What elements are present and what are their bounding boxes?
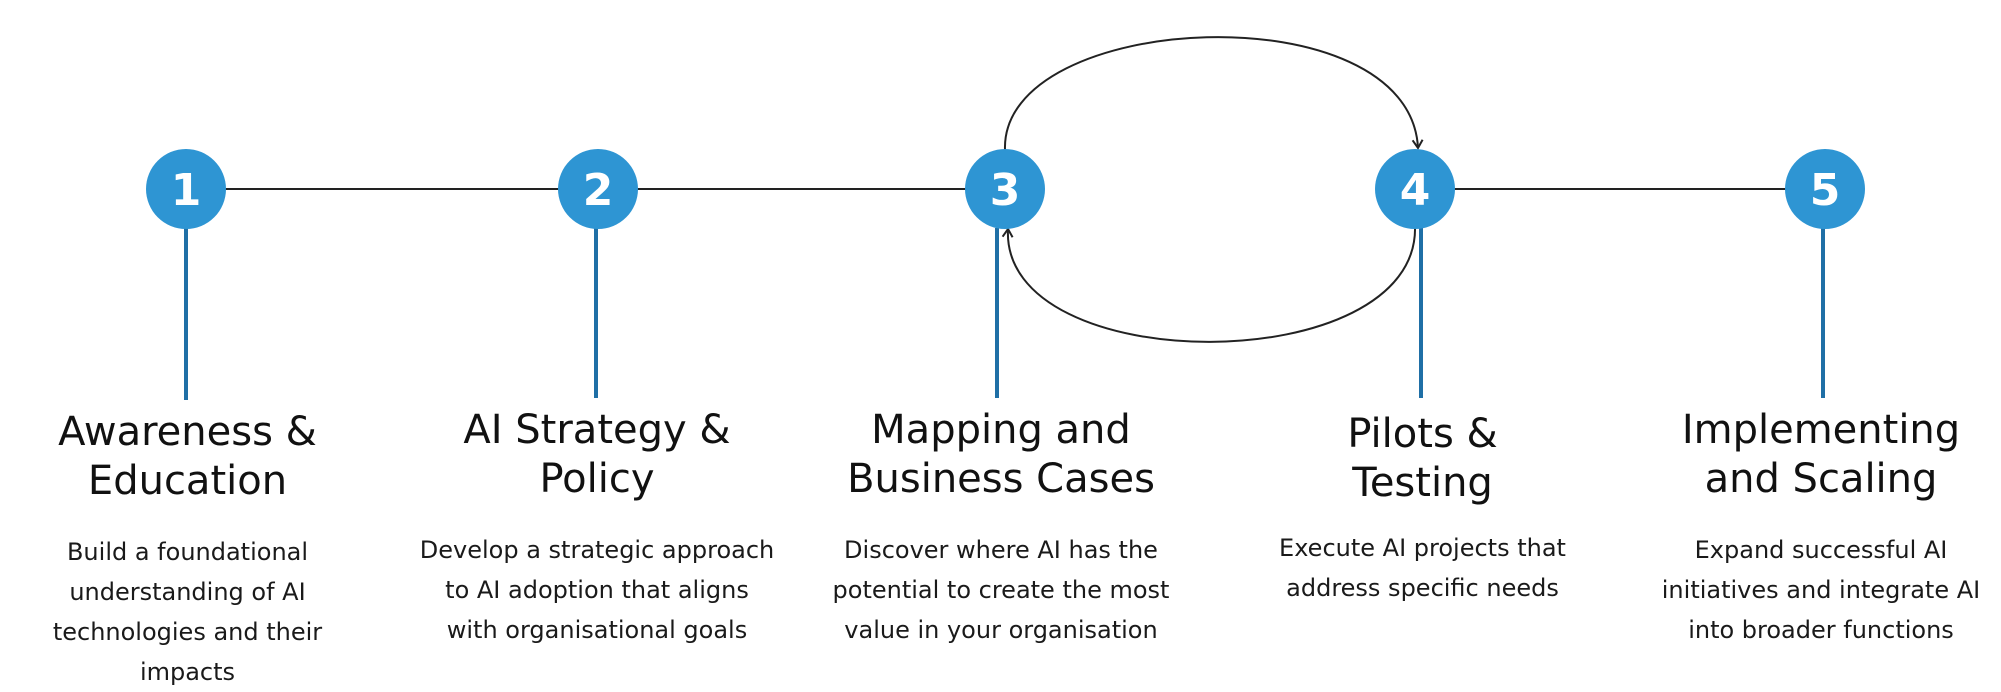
step-5-description: Expand successful AI initiatives and int… bbox=[1661, 536, 1981, 644]
step-4-title-line1: Pilots & bbox=[1347, 411, 1498, 457]
step-2-description: Develop a strategic approach to AI adopt… bbox=[419, 536, 775, 644]
step-4-description: Execute AI projects that address specifi… bbox=[1279, 534, 1566, 602]
step-circle-5: 5 bbox=[1785, 149, 1865, 229]
stems bbox=[184, 228, 1825, 400]
step-number-5: 5 bbox=[1810, 165, 1841, 216]
step-circle-4: 4 bbox=[1375, 149, 1455, 229]
step-2-text: AI Strategy & Policy Develop a strategic… bbox=[418, 406, 776, 650]
step-4-title-line2: Testing bbox=[1352, 460, 1493, 506]
loop-arrow-4-to-3 bbox=[1001, 225, 1417, 343]
process-diagram: 1 2 3 4 5 bbox=[146, 36, 1865, 400]
step-2-title-line2: Policy bbox=[539, 456, 655, 502]
step-2-title: AI Strategy & Policy bbox=[418, 406, 776, 504]
step-2-title-line1: AI Strategy & bbox=[463, 407, 731, 453]
step-5-text: Implementing and Scaling Expand successf… bbox=[1642, 406, 2000, 650]
step-1-title: Awareness & Education bbox=[0, 408, 375, 506]
step-1-title-line2: Education bbox=[87, 458, 288, 504]
step-circle-1: 1 bbox=[146, 149, 226, 229]
step-4-title: Pilots & Testing bbox=[1270, 410, 1575, 508]
step-5-title-line2: and Scaling bbox=[1704, 456, 1938, 502]
loop-arrow-3-to-4 bbox=[1003, 36, 1424, 151]
step-1-title-line1: Awareness & bbox=[58, 409, 317, 455]
step-4-text: Pilots & Testing Execute AI projects tha… bbox=[1270, 410, 1575, 608]
step-5-title-line1: Implementing bbox=[1681, 407, 1961, 453]
step-number-4: 4 bbox=[1400, 165, 1431, 216]
step-3-text: Mapping and Business Cases Discover wher… bbox=[830, 406, 1172, 650]
step-5-title: Implementing and Scaling bbox=[1642, 406, 2000, 504]
step-number-2: 2 bbox=[583, 165, 614, 216]
step-number-1: 1 bbox=[171, 165, 202, 216]
step-3-description: Discover where AI has the potential to c… bbox=[832, 536, 1170, 644]
step-3-title-line1: Mapping and bbox=[871, 407, 1131, 453]
feedback-loop bbox=[1001, 36, 1424, 343]
step-1-description: Build a foundational understanding of AI… bbox=[52, 538, 323, 686]
step-number-3: 3 bbox=[990, 165, 1021, 216]
step-circle-3: 3 bbox=[965, 149, 1045, 229]
step-3-title-line2: Business Cases bbox=[847, 456, 1155, 502]
step-3-title: Mapping and Business Cases bbox=[830, 406, 1172, 504]
step-circle-2: 2 bbox=[558, 149, 638, 229]
step-1-text: Awareness & Education Build a foundation… bbox=[0, 408, 375, 692]
